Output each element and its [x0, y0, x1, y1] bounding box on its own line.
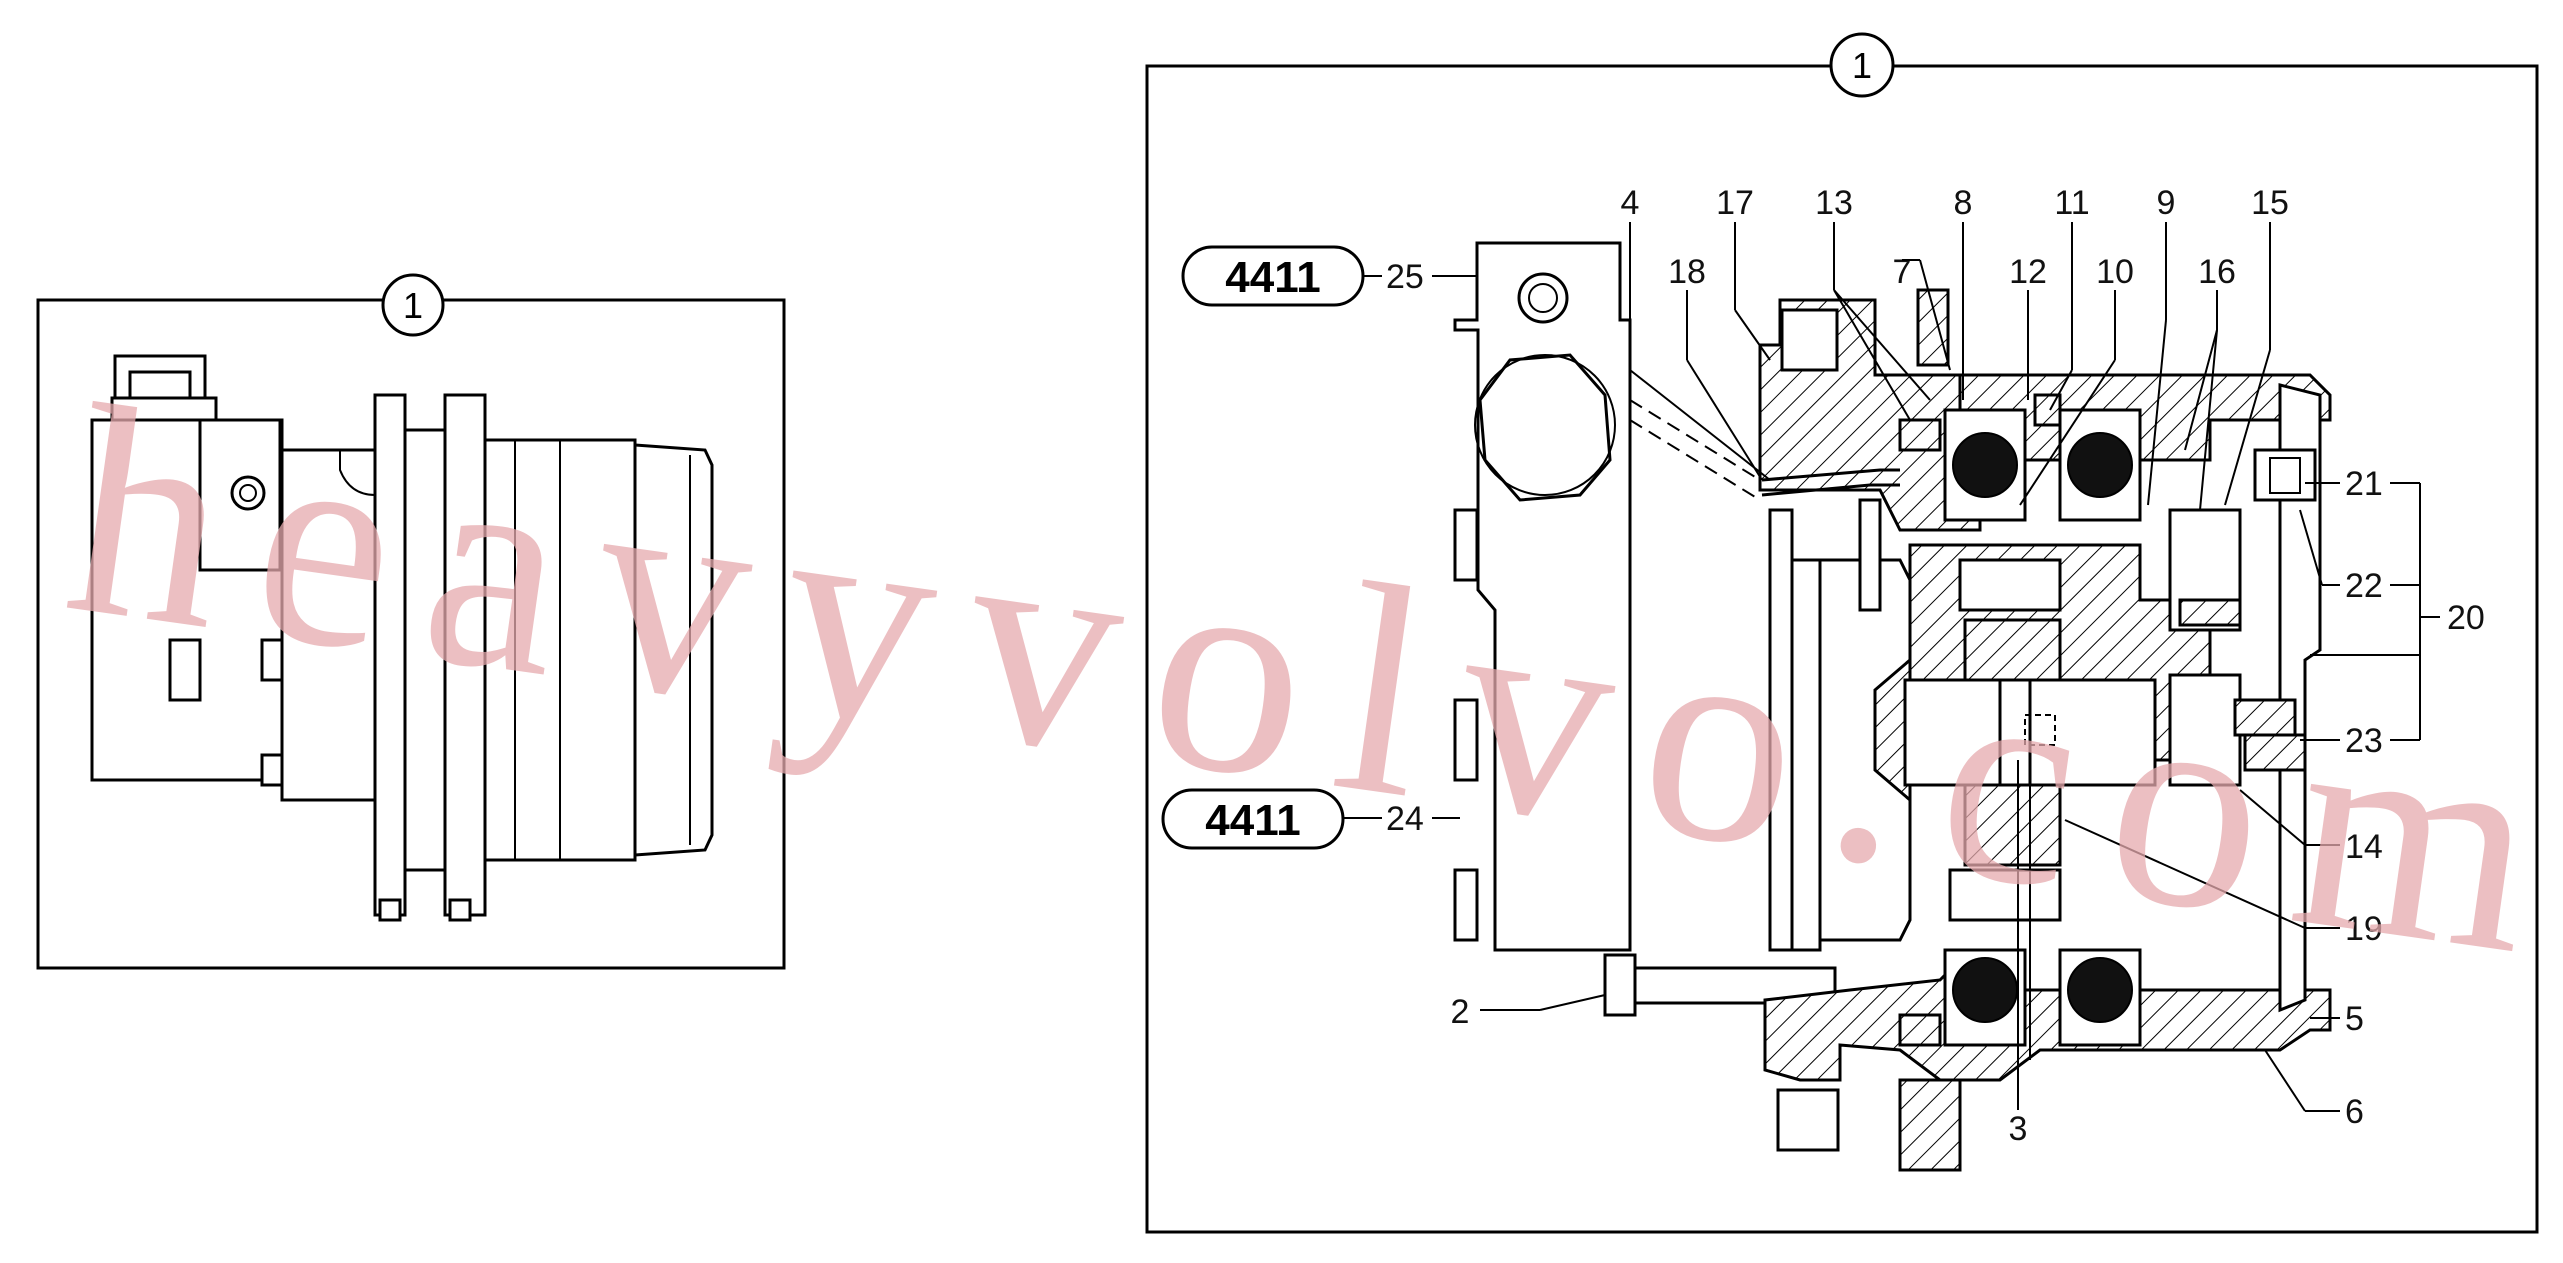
part-label-5: 5	[2345, 1000, 2364, 1038]
part-label-11: 11	[2054, 184, 2089, 222]
part-label-20: 20	[2447, 599, 2485, 637]
part-label-18: 18	[1668, 253, 1706, 291]
part-label-15: 15	[2251, 184, 2289, 222]
part-label-12: 12	[2009, 253, 2047, 291]
reference-leader-number: 24	[1386, 800, 1424, 838]
part-label-7: 7	[1893, 253, 1912, 291]
part-label-8: 8	[1954, 184, 1973, 222]
overview-motor-drawing	[90, 354, 714, 922]
overview-callout-circle	[381, 273, 445, 337]
part-label-6: 6	[2345, 1093, 2364, 1131]
part-label-9: 9	[2157, 184, 2176, 222]
reference-code: 4411	[1225, 253, 1320, 302]
part-label-17: 17	[1716, 184, 1754, 222]
part-label-4: 4	[1621, 184, 1640, 222]
part-label-13: 13	[1815, 184, 1853, 222]
part-label-2: 2	[1451, 993, 1470, 1031]
detail-callout-number: 1	[1852, 45, 1872, 86]
detail-callout-circle	[1829, 32, 1895, 98]
reference-4411-top[interactable]: 4411 25	[1181, 245, 1477, 307]
part-label-21: 21	[2345, 465, 2383, 503]
part-label-14: 14	[2345, 828, 2383, 866]
part-label-16: 16	[2198, 253, 2236, 291]
overview-callout-number: 1	[403, 285, 423, 326]
part-label-19: 19	[2345, 910, 2383, 948]
detail-cross-section	[1453, 241, 2332, 1172]
part-label-22: 22	[2345, 567, 2383, 605]
overview-panel: 1	[36, 273, 786, 970]
reference-code: 4411	[1205, 796, 1300, 845]
part-label-10: 10	[2096, 253, 2134, 291]
part-label-23: 23	[2345, 722, 2383, 760]
part-label-3: 3	[2009, 1110, 2028, 1148]
detail-panel: 1	[1145, 32, 2539, 1234]
reference-4411-bottom[interactable]: 4411 24	[1161, 788, 1460, 850]
part-labels: 4 17 18 13 8 7 11 12 10 9 15 16	[1451, 184, 2485, 1148]
reference-leader-number: 25	[1386, 258, 1424, 296]
